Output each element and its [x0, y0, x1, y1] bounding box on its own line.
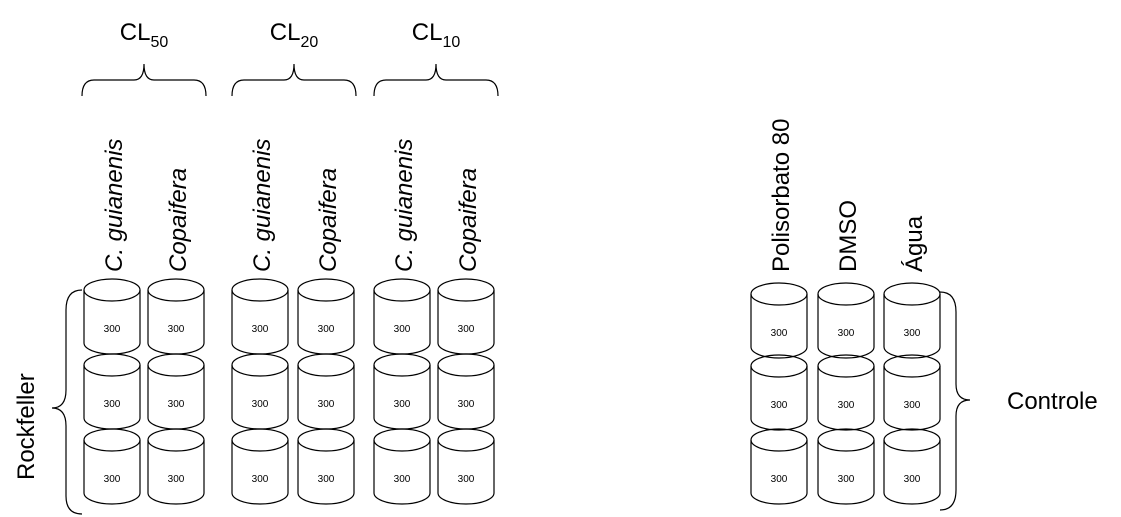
- cup-value: 300: [252, 399, 269, 410]
- cup-value: 300: [168, 399, 185, 410]
- cup: 300: [817, 428, 875, 505]
- cup: 300: [83, 428, 141, 505]
- cup: 300: [297, 353, 355, 430]
- cup: 300: [750, 354, 808, 431]
- treatment-column-label: Copaifera: [455, 168, 482, 272]
- concentration-headers: CL50 CL20 CL10: [81, 19, 499, 97]
- cup: 300: [437, 278, 495, 355]
- cup-value: 300: [771, 400, 788, 411]
- cup: 300: [437, 353, 495, 430]
- concentration-label: CL10: [412, 19, 461, 51]
- group-labels: Rockfeller Controle: [13, 289, 1098, 515]
- cup-value: 300: [104, 474, 121, 485]
- cup: 300: [297, 428, 355, 505]
- control-column-label: Água: [901, 215, 928, 272]
- control-group-label: Controle: [1007, 388, 1098, 415]
- cup-value: 300: [168, 324, 185, 335]
- treatment-column-label: Copaifera: [165, 168, 192, 272]
- cup-value: 300: [318, 399, 335, 410]
- treatment-column-label: Copaifera: [315, 168, 342, 272]
- cup: 300: [231, 353, 289, 430]
- cup: 300: [883, 428, 941, 505]
- curly-brace: [373, 63, 499, 97]
- cup: 300: [147, 353, 205, 430]
- curly-brace: [81, 63, 207, 97]
- cup-value: 300: [458, 474, 475, 485]
- cup-value: 300: [394, 399, 411, 410]
- treatment-group-label: Rockfeller: [13, 373, 40, 480]
- cup-value: 300: [838, 474, 855, 485]
- cup-value: 300: [104, 324, 121, 335]
- cup: 300: [147, 278, 205, 355]
- cup-value: 300: [394, 324, 411, 335]
- cup: 300: [231, 428, 289, 505]
- cup: 300: [817, 282, 875, 359]
- cup-value: 300: [318, 324, 335, 335]
- concentration-label: CL20: [270, 19, 319, 51]
- cup: 300: [817, 354, 875, 431]
- cup: 300: [437, 428, 495, 505]
- cup: 300: [883, 354, 941, 431]
- cup-value: 300: [838, 328, 855, 339]
- cup-value: 300: [394, 474, 411, 485]
- cup-value: 300: [104, 399, 121, 410]
- cup: 300: [83, 353, 141, 430]
- cup-value: 300: [168, 474, 185, 485]
- cup-value: 300: [252, 324, 269, 335]
- cup: 300: [373, 428, 431, 505]
- cup-value: 300: [904, 400, 921, 411]
- cup-value: 300: [458, 399, 475, 410]
- cup-value: 300: [252, 474, 269, 485]
- treatment-column-label: C. guianenis: [249, 139, 276, 272]
- cup: 300: [750, 282, 808, 359]
- cup: 300: [373, 278, 431, 355]
- cup: 300: [883, 282, 941, 359]
- control-column-label: Polisorbato 80: [768, 119, 795, 272]
- cup-value: 300: [318, 474, 335, 485]
- cup: 300: [83, 278, 141, 355]
- treatment-group-brace: [51, 289, 83, 515]
- cup-value: 300: [771, 474, 788, 485]
- column-labels: C. guianenis Copaifera C. guianenis Copaife…: [101, 119, 928, 272]
- cup: 300: [147, 428, 205, 505]
- cup-grid: 300 300 300 300 300 300 300 300 300 300 300 300 300 3…: [83, 278, 941, 505]
- cup-value: 300: [904, 328, 921, 339]
- cup-value: 300: [838, 400, 855, 411]
- cup: 300: [297, 278, 355, 355]
- cup: 300: [373, 353, 431, 430]
- cup-value: 300: [904, 474, 921, 485]
- concentration-label: CL50: [120, 19, 169, 51]
- treatment-column-label: C. guianenis: [101, 139, 128, 272]
- cup: 300: [231, 278, 289, 355]
- cup-value: 300: [771, 328, 788, 339]
- control-group-brace: [939, 291, 971, 511]
- treatment-column-label: C. guianenis: [391, 139, 418, 272]
- cup-value: 300: [458, 324, 475, 335]
- curly-brace: [231, 63, 357, 97]
- control-column-label: DMSO: [835, 200, 862, 272]
- cup: 300: [750, 428, 808, 505]
